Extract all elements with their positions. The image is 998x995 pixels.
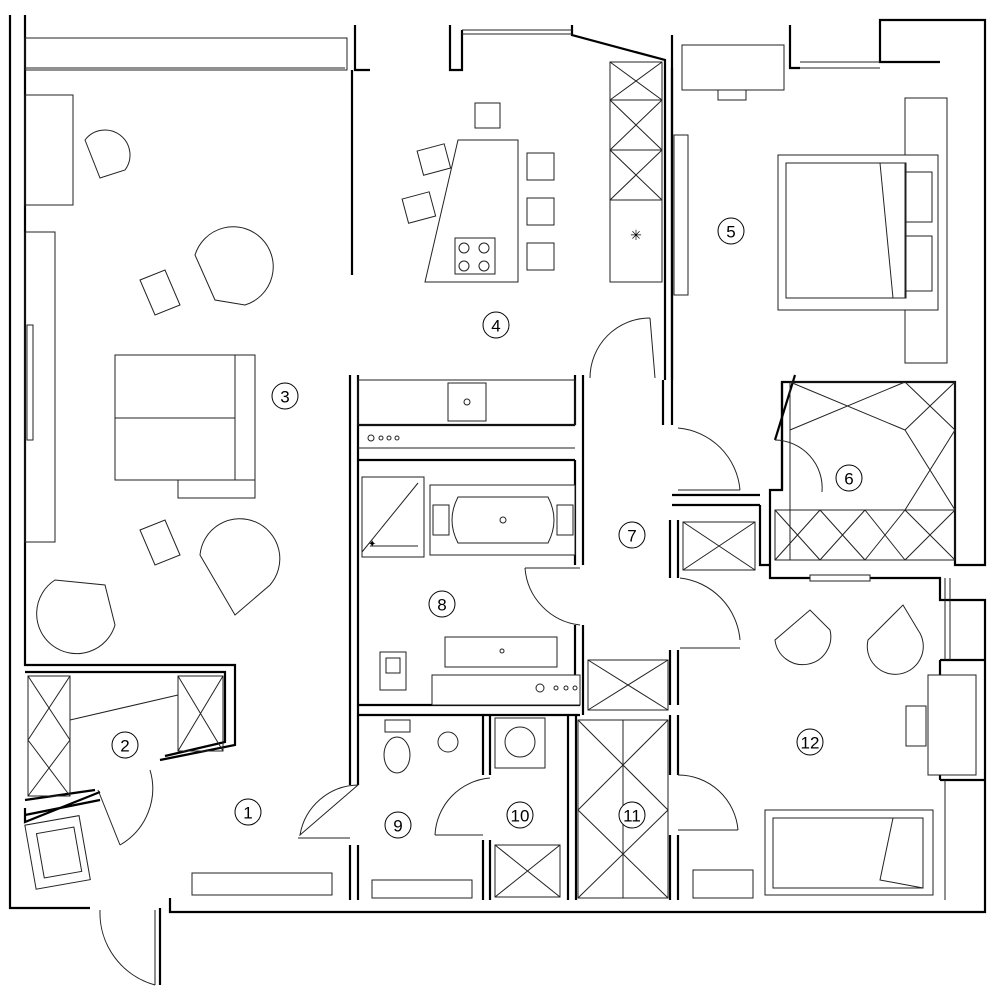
kids-room-furniture (692, 574, 977, 899)
room-label-circle (111, 731, 139, 759)
room-label-circle (428, 590, 456, 618)
room-label-2: 2 (111, 731, 139, 759)
room-label-circle (835, 464, 863, 492)
room-label-8: 8 (428, 590, 456, 618)
windows (462, 29, 951, 900)
room-label-circle (271, 382, 299, 410)
doors (97, 317, 823, 986)
svg-text:✳: ✳ (630, 227, 642, 243)
entrance-storage (24, 675, 333, 896)
room-number: 4 (491, 317, 500, 336)
room-label-3: 3 (271, 382, 299, 410)
svg-text:✦: ✦ (368, 539, 376, 550)
room-number: 1 (243, 804, 252, 823)
room-number: 7 (627, 527, 636, 546)
room-number: 11 (623, 807, 641, 826)
bedroom-furniture (673, 44, 956, 571)
room-number: 8 (437, 596, 446, 615)
room-label-1: 1 (234, 798, 262, 826)
kitchen-furniture: ✳ (357, 61, 663, 449)
room-label-10: 10 (506, 801, 534, 829)
room-label-circle (384, 811, 412, 839)
sofa (114, 354, 256, 499)
room-label-circle (506, 801, 534, 829)
room-number: 10 (511, 807, 530, 826)
living-room-furniture (24, 94, 281, 655)
room-number: 5 (726, 223, 735, 242)
room-number: 12 (801, 734, 820, 753)
room-number: 2 (120, 737, 129, 756)
room-label-circle (618, 521, 646, 549)
room-label-circle (482, 311, 510, 339)
room-number: 9 (393, 817, 402, 836)
wardrobe (682, 381, 956, 571)
room-number: 6 (844, 470, 853, 489)
room-label-circle (717, 217, 745, 245)
armchair (36, 129, 281, 655)
bathroom-furniture: ✦ (361, 476, 669, 711)
room-label-circle (234, 798, 262, 826)
room-label-7: 7 (618, 521, 646, 549)
room-label-12: 12 (796, 728, 824, 756)
room-label-4: 4 (482, 311, 510, 339)
room-label-11: 11 (618, 801, 646, 829)
room-label-circle (796, 728, 824, 756)
room-label-9: 9 (384, 811, 412, 839)
room-label-6: 6 (835, 464, 863, 492)
wc-and-laundry (371, 717, 669, 899)
room-label-5: 5 (717, 217, 745, 245)
room-label-circle (618, 801, 646, 829)
room-number: 3 (280, 388, 289, 407)
